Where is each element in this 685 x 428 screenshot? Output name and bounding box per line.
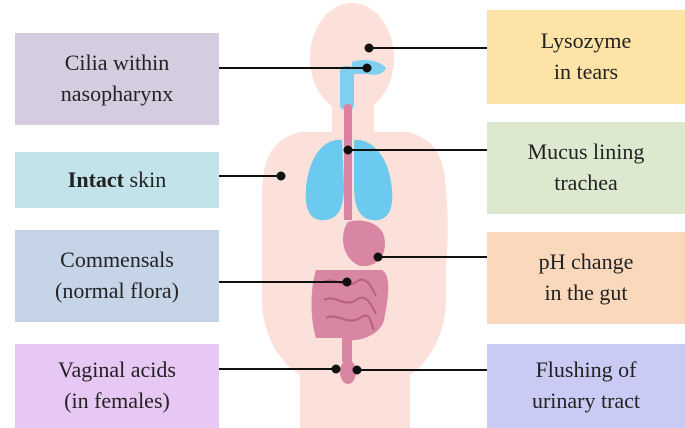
label-cilia-line-1: Cilia within	[61, 48, 173, 79]
label-commensals-line-1: Commensals	[55, 245, 179, 276]
label-commensals: Commensals (normal flora)	[15, 230, 219, 322]
label-lysozyme-line-2: in tears	[541, 57, 631, 88]
label-mucus: Mucus lining trachea	[487, 122, 685, 214]
label-lysozyme-line-1: Lysozyme	[541, 26, 631, 57]
label-cilia: Cilia within nasopharynx	[15, 33, 219, 125]
label-flushing-line-1: Flushing of	[532, 355, 640, 386]
label-flushing-line-2: urinary tract	[532, 386, 640, 417]
label-ph-line-1: pH change	[539, 247, 634, 278]
label-vaginal-line-2: (in females)	[58, 386, 176, 417]
label-skin-rest: skin	[124, 167, 166, 192]
label-lysozyme: Lysozyme in tears	[487, 10, 685, 104]
label-skin: Intact skin	[15, 152, 219, 208]
label-mucus-line-1: Mucus lining	[528, 137, 645, 168]
label-flushing: Flushing of urinary tract	[487, 344, 685, 428]
label-ph: pH change in the gut	[487, 232, 685, 324]
label-vaginal: Vaginal acids (in females)	[15, 344, 219, 428]
label-mucus-line-2: trachea	[528, 168, 645, 199]
label-vaginal-line-1: Vaginal acids	[58, 355, 176, 386]
label-ph-line-2: in the gut	[539, 278, 634, 309]
label-skin-bold: Intact	[68, 167, 124, 192]
label-commensals-line-2: (normal flora)	[55, 276, 179, 307]
label-cilia-line-2: nasopharynx	[61, 79, 173, 110]
